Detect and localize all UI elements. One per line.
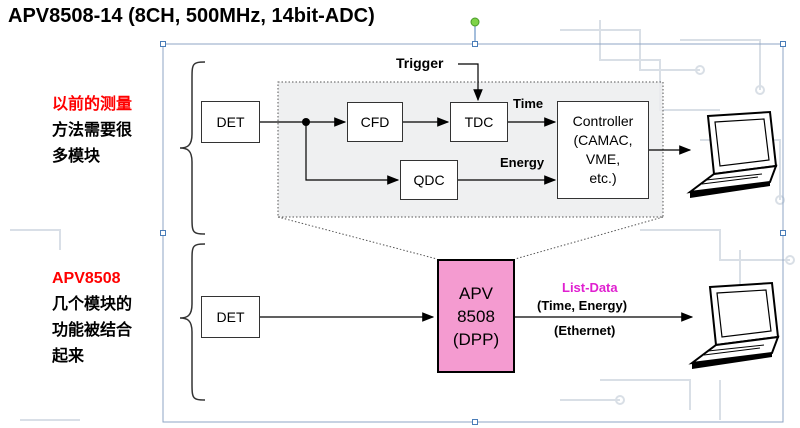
apv-label-line: 功能被结合	[52, 322, 133, 339]
time-energy-label: (Time, Energy)	[537, 298, 628, 313]
qdc-box: QDC	[400, 160, 458, 200]
page-title: APV8508-14 (8CH, 500MHz, 14bit-ADC)	[8, 5, 375, 27]
zoom-line-left	[277, 216, 438, 260]
controller-line: Controller	[572, 113, 634, 129]
ethernet-label: (Ethernet)	[554, 323, 616, 338]
controller-box: Controller (CAMAC, VME, etc.)	[557, 101, 649, 199]
selection-handle[interactable]	[472, 41, 478, 47]
selection-handle[interactable]	[780, 41, 786, 47]
laptop-icon	[686, 110, 778, 198]
controller-line: VME,	[585, 151, 621, 167]
list-data-label: List-Data	[562, 280, 618, 295]
laptop-icon	[688, 281, 780, 369]
selection-handle[interactable]	[472, 419, 478, 425]
controller-line: (CAMAC,	[573, 132, 633, 148]
selection-handle[interactable]	[160, 41, 166, 47]
selection-handle[interactable]	[160, 230, 166, 236]
time-label: Time	[513, 96, 544, 111]
rotation-handle[interactable]	[470, 17, 480, 27]
previous-label-line: 以前的测量	[52, 96, 133, 113]
previous-label-line: 方法需要很	[52, 122, 133, 139]
cfd-box: CFD	[347, 102, 403, 142]
apv-label-line: 几个模块的	[52, 296, 133, 313]
trigger-label: Trigger	[396, 55, 444, 71]
previous-label-line: 多模块	[52, 148, 101, 165]
apv-line: APV	[458, 283, 494, 303]
det-box-bottom: DET	[201, 296, 260, 338]
bracket-bottom	[179, 243, 206, 401]
det-box-top: DET	[201, 101, 260, 143]
wire-node-qdc	[305, 122, 400, 185]
bracket-top	[179, 61, 206, 235]
apv-line: (DPP)	[452, 329, 500, 349]
apv-method-label: APV8508 几个模块的 功能被结合 起来	[52, 266, 132, 370]
zoom-line-right	[514, 216, 664, 260]
previous-method-label: 以前的测量 方法需要很 多模块	[52, 92, 132, 170]
selection-handle[interactable]	[780, 230, 786, 236]
apv-label-line: APV8508	[52, 270, 121, 287]
apv-line: 8508	[457, 306, 495, 326]
energy-label: Energy	[500, 155, 545, 170]
circuit-background	[10, 20, 795, 421]
tdc-box: TDC	[450, 102, 508, 142]
apv8508-box: APV 8508 (DPP)	[437, 259, 515, 373]
apv-label-line: 起来	[52, 348, 85, 365]
wire-trigger	[458, 63, 483, 102]
controller-line: etc.)	[589, 170, 617, 186]
